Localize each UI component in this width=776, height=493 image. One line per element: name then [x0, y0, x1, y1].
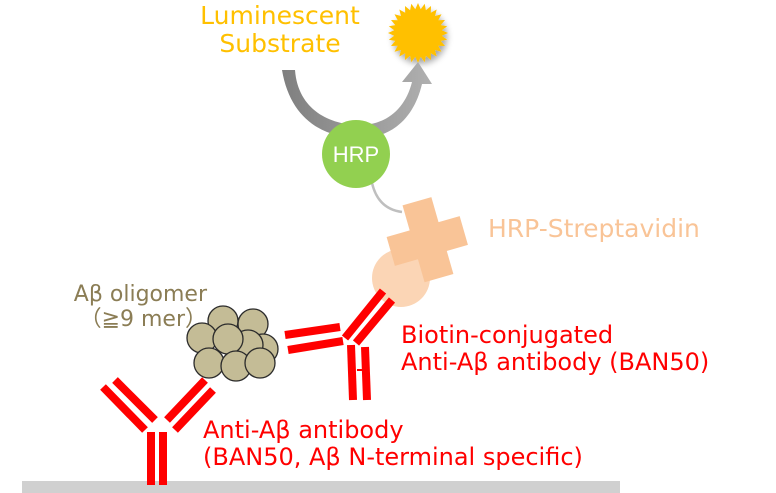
substrate-line-1: Luminescent: [200, 1, 360, 30]
detection-line-1: Biotin-conjugated: [401, 321, 614, 349]
hrp-streptavidin-label: HRP-Streptavidin: [488, 214, 700, 243]
oligomer-line-2: （≧9 mer）: [79, 306, 207, 332]
abeta-oligomer-label: Aβ oligomer （≧9 mer）: [2, 282, 207, 332]
biotin: [372, 249, 430, 307]
luminescent-substrate-label: Luminescent Substrate: [195, 2, 365, 58]
oligomer-monomer: [212, 323, 244, 355]
capture-line-2: (BAN50, Aβ N-terminal specific): [203, 442, 583, 471]
oligomer-monomer: [193, 347, 225, 379]
hrp-enzyme: HRP: [322, 120, 390, 188]
streptavidin-shape: [386, 197, 468, 283]
solid-phase-plate: [22, 481, 620, 493]
capture-line-1: Anti-Aβ antibody: [203, 416, 404, 444]
detection-antibody: [284, 288, 396, 401]
oligomer-line-1: Aβ oligomer: [73, 282, 207, 307]
hrp-linker: [370, 182, 403, 214]
curved-arrow-icon: [282, 62, 432, 138]
detection-antibody-label: Biotin-conjugated Anti-Aβ antibody (BAN5…: [401, 322, 709, 376]
oligomer-monomer: [244, 347, 276, 379]
sun-icon: [388, 3, 448, 63]
substrate-line-2: Substrate: [219, 29, 341, 58]
detection-line-2: Anti-Aβ antibody (BAN50): [401, 347, 710, 376]
abeta-oligomer: [186, 305, 279, 382]
capture-antibody: [100, 377, 216, 485]
hrp-label: HRP: [333, 142, 379, 167]
capture-antibody-label: Anti-Aβ antibody (BAN50, Aβ N-terminal s…: [203, 417, 583, 471]
